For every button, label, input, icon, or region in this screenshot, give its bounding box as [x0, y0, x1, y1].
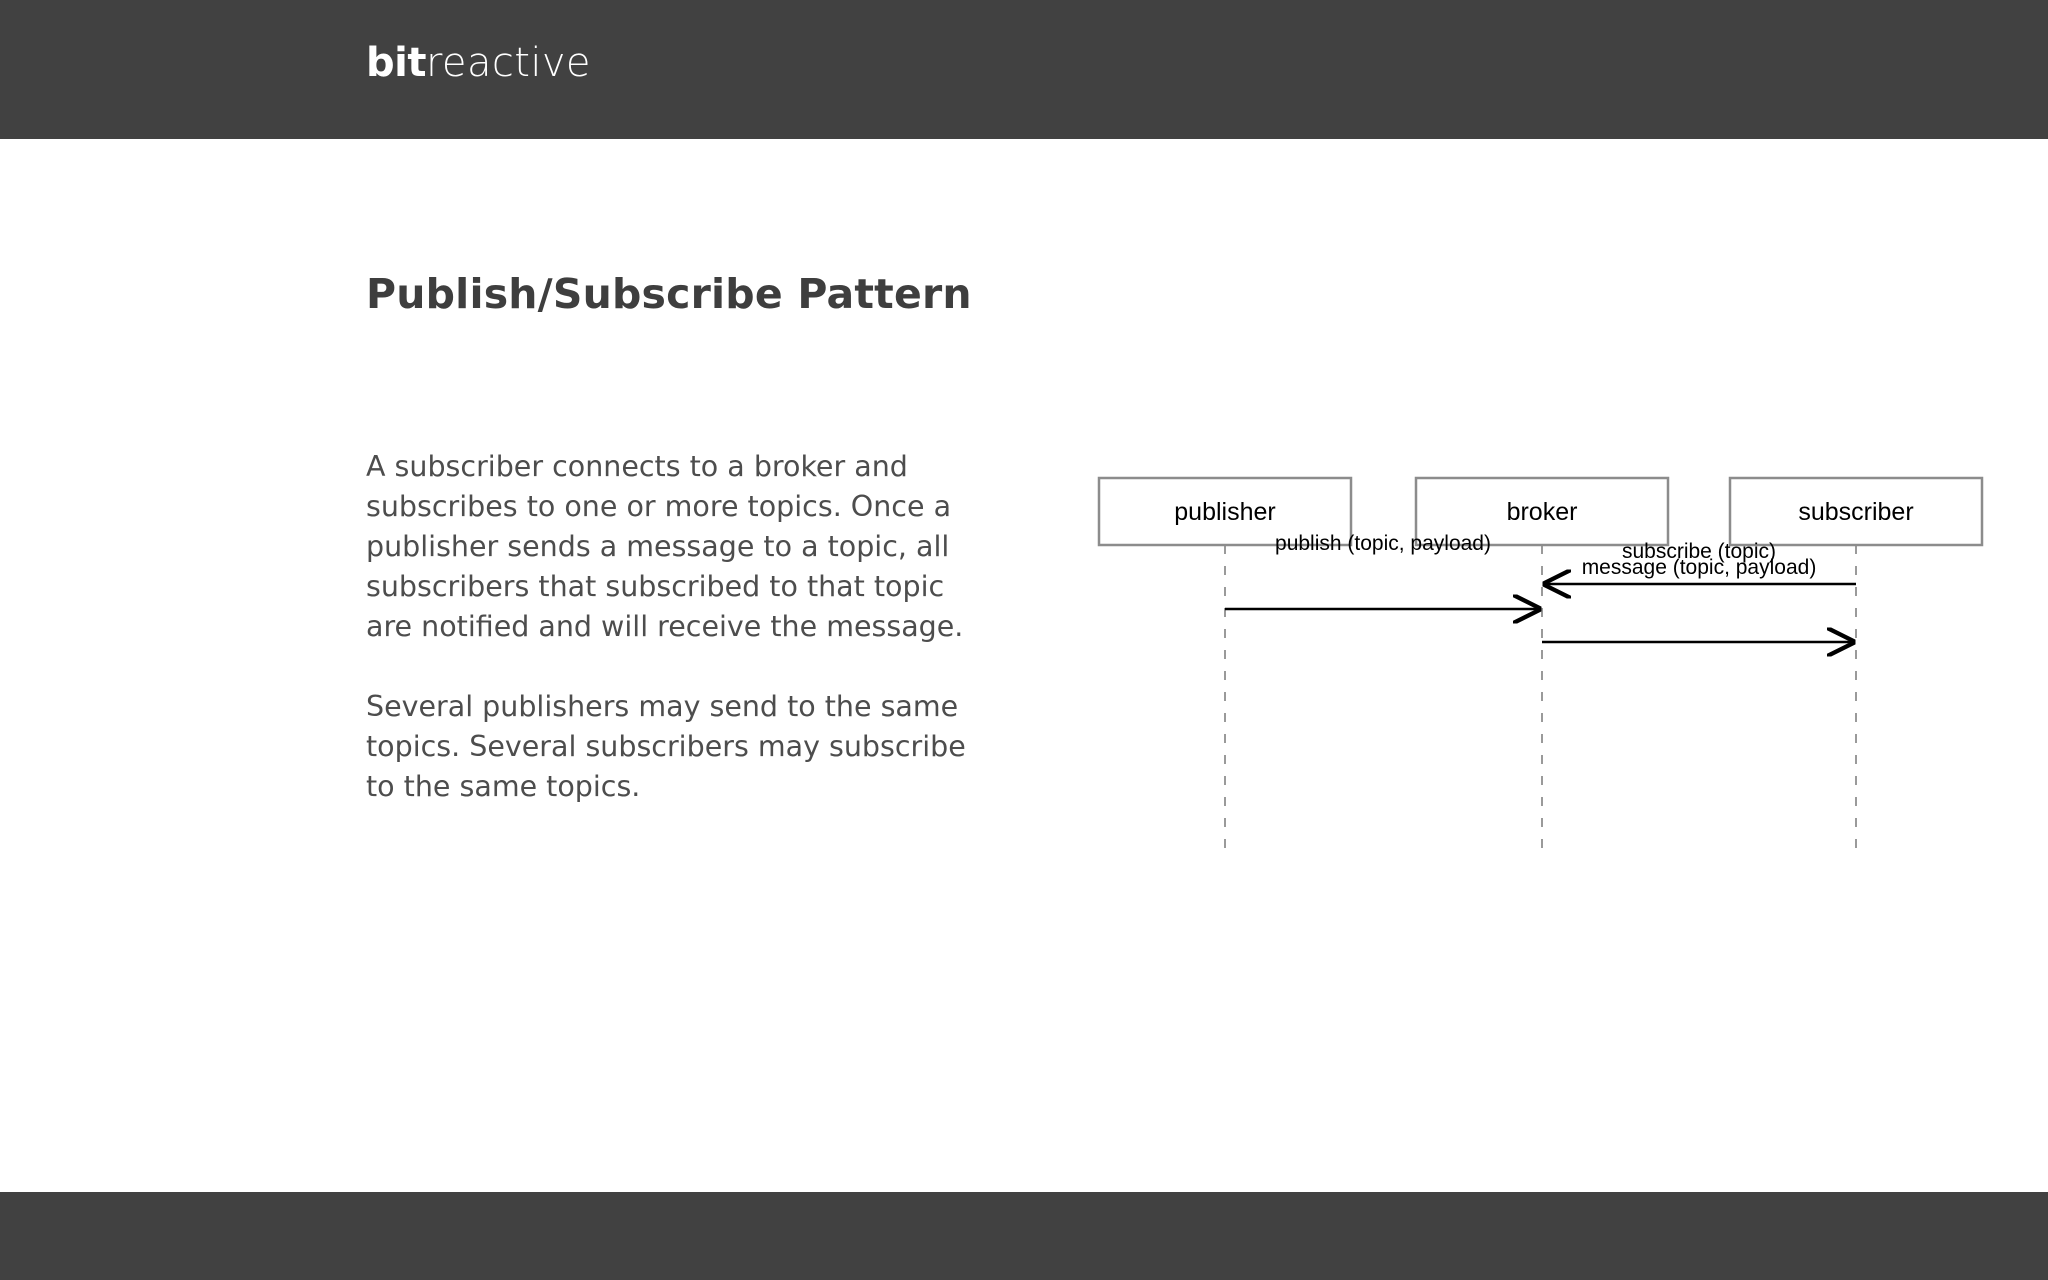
logo-bit-text: bit [366, 40, 426, 86]
message-label-publish: publish (topic, payload) [1275, 532, 1491, 555]
participant-publisher[interactable]: publisher [1097, 476, 1353, 547]
logo-reactive-text: reactive [425, 40, 591, 86]
sequence-diagram: publisher broker subscriber subscribe (t… [1080, 440, 2020, 870]
footer-bar [0, 1192, 2048, 1280]
body-copy: A subscriber connects to a broker and su… [366, 447, 996, 807]
message-publish: publish (topic, payload) [1225, 532, 1539, 609]
page-title: Publish/Subscribe Pattern [366, 270, 972, 319]
participant-box-broker [1414, 476, 1670, 547]
lifelines [1224, 545, 1857, 855]
participant-box-subscriber [1728, 476, 1984, 547]
participant-label-publisher: publisher [1174, 498, 1275, 526]
participant-box-publisher [1097, 476, 1353, 547]
header-bar: bitreactive [0, 0, 2048, 139]
message-label-deliver: message (topic, payload) [1582, 556, 1817, 579]
participant-label-subscriber: subscriber [1798, 498, 1913, 526]
participant-subscriber[interactable]: subscriber [1728, 476, 1984, 547]
participant-broker[interactable]: broker [1414, 476, 1670, 547]
brand-logo: bitreactive [366, 43, 591, 83]
body-paragraph-1: A subscriber connects to a broker and su… [366, 450, 964, 643]
message-label-subscribe: subscribe (topic) [1622, 540, 1776, 563]
participant-label-broker: broker [1507, 498, 1578, 526]
message-subscribe: subscribe (topic) [1545, 540, 1856, 584]
body-paragraph-2: Several publishers may send to the same … [366, 690, 966, 803]
message-deliver: message (topic, payload) [1542, 556, 1853, 642]
